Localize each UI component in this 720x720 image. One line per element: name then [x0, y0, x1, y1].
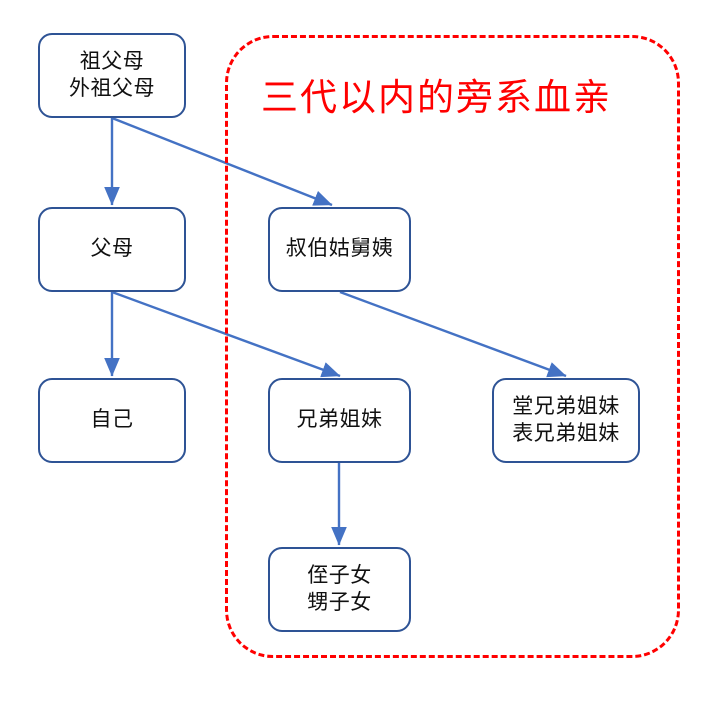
collateral-relatives-group-title: 三代以内的旁系血亲: [261, 77, 612, 118]
node-cousins[interactable]: 堂兄弟姐妹表兄弟姐妹: [492, 378, 640, 463]
node-label: 外祖父母: [69, 76, 155, 100]
node-label: 祖父母: [79, 49, 145, 73]
node-nephews-nieces[interactable]: 侄子女甥子女: [268, 547, 411, 632]
node-label: 甥子女: [307, 590, 372, 614]
node-label: 表兄弟姐妹: [512, 421, 620, 445]
node-label: 堂兄弟姐妹: [512, 394, 620, 418]
node-parents[interactable]: 父母: [38, 207, 186, 292]
node-label: 侄子女: [307, 563, 372, 587]
node-label: 自己: [90, 408, 134, 432]
node-label: 兄弟姐妹: [296, 408, 383, 432]
node-self[interactable]: 自己: [38, 378, 186, 463]
node-grandparents[interactable]: 祖父母外祖父母: [38, 33, 186, 118]
node-label: 父母: [90, 237, 134, 261]
node-label: 叔伯姑舅姨: [285, 237, 394, 261]
node-siblings[interactable]: 兄弟姐妹: [268, 378, 411, 463]
node-uncles-aunts[interactable]: 叔伯姑舅姨: [268, 207, 411, 292]
